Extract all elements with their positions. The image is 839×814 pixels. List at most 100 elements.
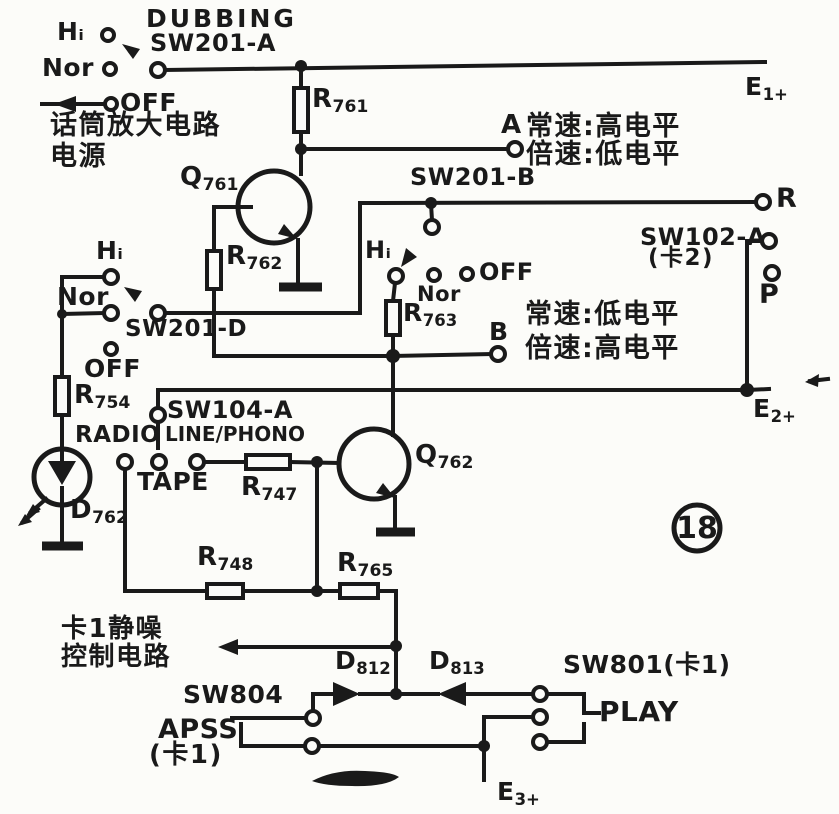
q761-emitter-arrow-icon (278, 224, 297, 239)
label-d762: D762 (70, 495, 128, 529)
label-r765: R765 (337, 548, 394, 582)
transistor-q761 (235, 168, 313, 246)
sw104a-radio-contact (116, 453, 134, 471)
label-sw201a: SW201-A (150, 29, 276, 57)
label-sw201a-off: OFF (120, 88, 177, 117)
e1-chevron-icon (765, 48, 783, 76)
label-note-a-1: 常速:高电平 (526, 111, 681, 142)
figure-number-circle (671, 502, 723, 554)
label-tape: TAPE (137, 467, 209, 496)
sw804-contact (304, 709, 322, 727)
sw201b-common-contact (423, 218, 441, 236)
label-sw801: SW801(卡1) (563, 650, 731, 679)
label-d812: D812 (335, 646, 391, 678)
label-sw201d-hi: Hᵢ (96, 236, 124, 265)
sw201a-common-contact (149, 61, 167, 79)
label-sw201b-nor: Nor (417, 282, 461, 306)
sw801-contact-1 (531, 685, 549, 703)
wire-sw201b-left-vert (164, 201, 362, 315)
resistors (53, 86, 402, 600)
sw201a-hi-contact (100, 27, 116, 43)
figure-number: 18 (676, 510, 718, 546)
sw102a-bar (781, 230, 782, 281)
apss-contact (303, 737, 321, 755)
wire-radio-vert (123, 467, 209, 593)
ink-smudge (312, 770, 399, 787)
annotation-arrows (54, 96, 238, 655)
label-note-b-1: 常速:低电平 (525, 299, 680, 330)
label-sw102a: SW102-A (640, 223, 766, 251)
label-sw201d: SW201-D (125, 316, 248, 342)
ground-symbols (42, 282, 415, 551)
label-mute-2: 控制电路 (61, 642, 172, 672)
mute-arrow-icon (218, 639, 238, 655)
label-r747: R747 (241, 472, 298, 506)
d812-triangle (333, 682, 360, 706)
wire-sw801-top-bracket (545, 692, 601, 715)
resistor-r748 (205, 582, 245, 600)
label-r762: R762 (226, 241, 283, 275)
label-terminal-p: P (759, 279, 780, 310)
d762-light-arrow-1-head-icon (26, 504, 40, 516)
label-r748: R748 (197, 542, 254, 576)
label-mute-1: 卡1静噪 (61, 614, 164, 644)
wire-b-line (390, 351, 494, 359)
rail-terminals (473, 48, 819, 797)
terminal-b-contact (489, 345, 507, 363)
wire-sw801-middle (482, 715, 535, 748)
node-r761-bottom (295, 143, 307, 155)
node-q762-base (311, 456, 323, 468)
label-sw102a-deck: (卡2) (648, 245, 715, 271)
sw801-contact-2 (531, 708, 549, 726)
node-hi-nor (57, 309, 67, 319)
label-terminal-a: A (501, 110, 522, 140)
q761-body (235, 168, 313, 246)
d762-light-arrow-2-head-icon (18, 514, 32, 526)
label-e2: E2+ (753, 394, 796, 426)
wire-r748-r765-line (241, 589, 398, 696)
off-arrow-icon (54, 96, 76, 112)
sw201b-arm-arrow-icon (401, 248, 417, 267)
resistor-r765 (338, 582, 380, 600)
label-sw201d-nor: Nor (57, 282, 109, 311)
node-r763-bottom (386, 349, 400, 363)
node-e3 (478, 740, 490, 752)
q762-collector-diag (354, 434, 392, 455)
sw104a-line-phono-contact (188, 453, 206, 471)
sw201b-off-contact (459, 266, 475, 282)
wire-sw201d-net (59, 275, 107, 379)
q761-collector-diag (254, 176, 298, 199)
label-sw804: SW804 (183, 680, 284, 709)
e2-note-arrow-icon (805, 374, 819, 387)
sw201a-off-contact (103, 96, 119, 112)
sw201d-hi-contact (102, 268, 120, 286)
transistor-q762 (336, 426, 412, 502)
q762-emitter-arrow-icon (376, 483, 395, 498)
label-sw201a-nor: Nor (42, 53, 94, 82)
label-r754: R754 (74, 380, 131, 414)
node-r748-r765 (311, 585, 323, 597)
label-r763: R763 (403, 298, 458, 330)
switch-arms (122, 44, 428, 306)
label-sw201b: SW201-B (410, 163, 536, 191)
switch-contacts (100, 27, 782, 755)
label-mic-power-2: 电源 (50, 141, 107, 172)
label-terminal-r: R (776, 183, 798, 214)
label-sw104a: SW104-A (167, 396, 293, 424)
node-e2 (740, 383, 754, 397)
label-e3: E3+ (497, 777, 540, 809)
sw104a-common-contact (149, 406, 167, 424)
wire-sw201b-rail (357, 199, 758, 206)
node-top-rail (295, 60, 307, 72)
wire-top-rail (162, 59, 768, 73)
sw801-contact-3 (531, 733, 549, 751)
d762-body (31, 446, 93, 508)
label-q762: Q762 (415, 440, 474, 474)
resistor-r763 (384, 299, 402, 337)
d762-anode-triangle (48, 461, 76, 485)
sw201b-hi-contact (387, 267, 405, 285)
sw201d-off-contact (103, 341, 119, 357)
label-q761: Q761 (180, 162, 239, 196)
label-line-phono: LINE/PHONO (165, 422, 306, 446)
